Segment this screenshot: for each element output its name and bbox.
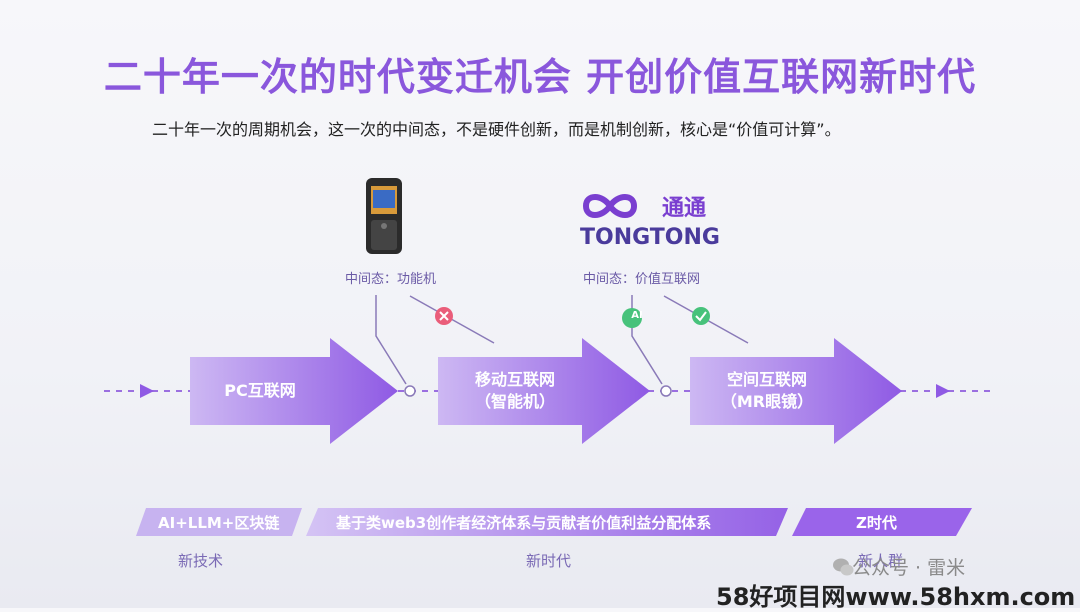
arrow-label-mobile: 移动互联网（智能机） bbox=[474, 370, 555, 411]
page-subtitle: 二十年一次的周期机会，这一次的中间态，不是硬件创新，而是机制创新，核心是“价值可… bbox=[152, 120, 841, 139]
caption-people: 新人群 bbox=[858, 552, 904, 570]
band-people bbox=[792, 508, 972, 536]
page-title: 二十年一次的时代变迁机会 开创价值互联网新时代 bbox=[103, 55, 977, 99]
arrow-label-spatial: 空间互联网（MR眼镜） bbox=[720, 370, 814, 411]
ai-badge-label: AI bbox=[631, 310, 643, 321]
band-people-text: Z时代 bbox=[856, 514, 897, 532]
band-era-text: 基于类web3创作者经济体系与贡献者价值利益分配体系 bbox=[336, 514, 712, 532]
connector-line-1 bbox=[375, 295, 407, 385]
watermark-account: 公众号 · 雷米 bbox=[852, 557, 966, 579]
timeline-arrowhead-right bbox=[936, 384, 950, 398]
feature-phone-icon bbox=[366, 178, 402, 254]
arrow-pc-internet bbox=[190, 338, 398, 444]
caption-tech: 新技术 bbox=[178, 552, 224, 570]
cross-icon bbox=[435, 307, 453, 325]
band-era bbox=[306, 508, 788, 536]
caption-era: 新时代 bbox=[526, 552, 572, 570]
watermark-site: 58好项目网www.58hxm.com bbox=[716, 583, 1076, 611]
mid-label-feature-phone: 中间态：功能机 bbox=[345, 272, 437, 287]
timeline-arrowhead-left bbox=[140, 384, 154, 398]
arrow-label-pc: PC互联网 bbox=[224, 381, 296, 400]
band-tech-text: AI+LLM+区块链 bbox=[158, 514, 280, 532]
arrow-spatial-internet bbox=[690, 338, 902, 444]
wechat-icon bbox=[833, 558, 854, 576]
band-tech bbox=[136, 508, 302, 536]
tongtong-logo-icon bbox=[582, 194, 638, 218]
logo-chinese-text: 通通 bbox=[662, 196, 707, 221]
arrow-mobile-internet bbox=[438, 338, 650, 444]
connector-line-2 bbox=[631, 295, 663, 385]
logo-english-text: TONGTONG bbox=[580, 225, 720, 250]
mid-label-value-internet: 中间态：价值互联网 bbox=[583, 272, 701, 287]
connector-node-1 bbox=[404, 385, 416, 397]
check-icon bbox=[692, 307, 710, 325]
connector-node-2 bbox=[660, 385, 672, 397]
ai-badge bbox=[622, 308, 642, 328]
